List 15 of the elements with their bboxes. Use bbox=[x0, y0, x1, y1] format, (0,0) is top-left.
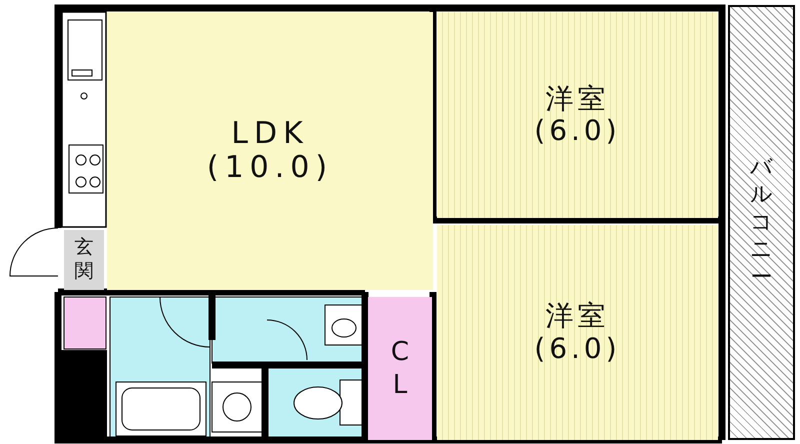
room-size: (6.0) bbox=[534, 332, 621, 365]
room-size: (6.0) bbox=[534, 115, 621, 148]
entrance-floor bbox=[64, 230, 104, 290]
room-size: (10.0) bbox=[206, 151, 334, 186]
living-room-floor bbox=[107, 12, 433, 290]
room-name: 玄関 bbox=[74, 236, 94, 284]
room-name: 洋室 bbox=[546, 82, 610, 115]
room-name: 洋室 bbox=[546, 300, 610, 332]
bedroom-floor bbox=[437, 225, 718, 440]
closet-floor bbox=[368, 297, 432, 440]
balcony-floor bbox=[728, 5, 795, 440]
room-name: バルコニー bbox=[749, 154, 774, 292]
room-name: CL bbox=[390, 336, 410, 401]
bedroom-floor bbox=[437, 12, 718, 218]
room-name: LDK bbox=[231, 116, 309, 151]
